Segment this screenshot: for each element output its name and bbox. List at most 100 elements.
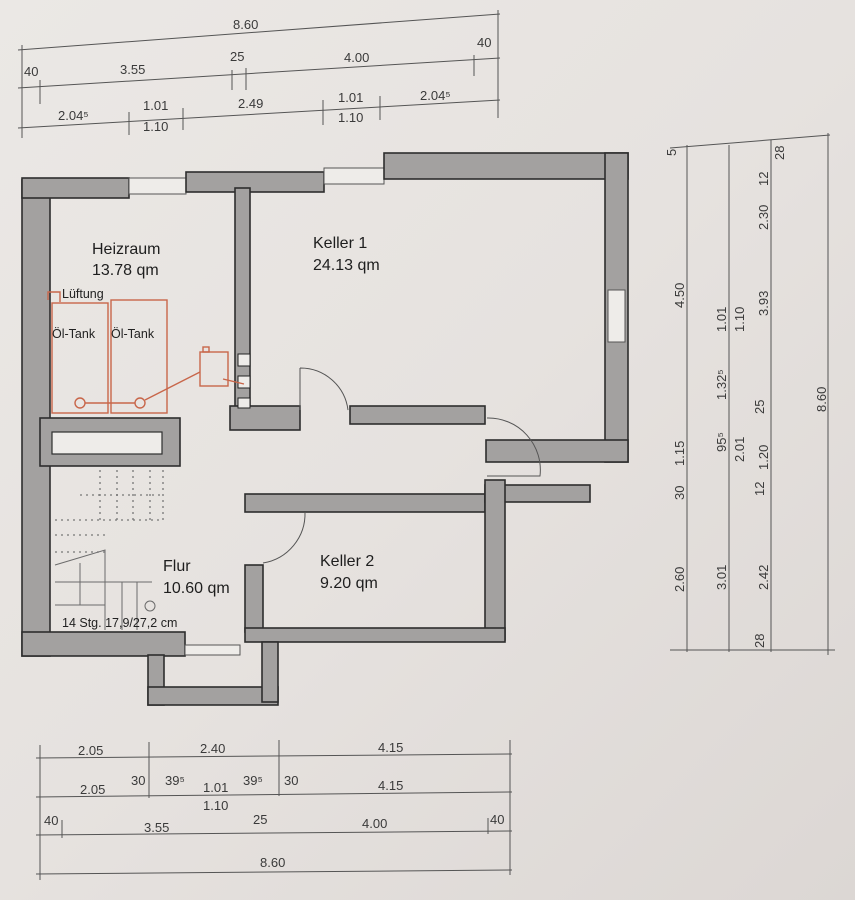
door-keller-1: [299, 367, 349, 411]
dimension-label: 30: [672, 486, 687, 500]
dimension-label: 2.42: [756, 565, 771, 590]
wall-recess: [51, 431, 163, 455]
chimney-flue: [237, 397, 251, 409]
window: [323, 167, 385, 185]
dimension-line: [17, 13, 501, 51]
chimney-flue: [237, 353, 251, 367]
dimension-label: 3.55: [120, 62, 145, 77]
room-name: Keller 2: [320, 553, 374, 570]
wall: [485, 439, 629, 463]
dimension-line: [35, 753, 513, 759]
tank-valve: [74, 397, 86, 409]
staircase: [54, 470, 164, 630]
dimension-line: [35, 830, 513, 836]
tank-valve: [134, 397, 146, 409]
dimension-label: 28: [752, 634, 767, 648]
dimension-label: 12: [752, 482, 767, 496]
wall: [244, 493, 486, 513]
dimension-label: 39⁵: [243, 773, 263, 788]
dimension-label: 2.04⁵: [420, 88, 451, 103]
oil-tank: [51, 302, 109, 414]
heating-equipment: [47, 291, 245, 414]
dimension-label: 30: [131, 773, 145, 788]
dimension-label: 2.30: [756, 205, 771, 230]
dimension-label: 1.10: [338, 110, 363, 125]
dimension-label: 1.10: [203, 798, 228, 813]
dimension-label: 95⁵: [714, 432, 729, 452]
room-name: Heizraum: [92, 241, 160, 258]
dimension-label: 40: [477, 35, 491, 50]
stairs-note: 14 Stg. 17,9/27,2 cm: [62, 616, 177, 630]
dimension-label: 1.10: [732, 307, 747, 332]
oil-tank: [110, 299, 168, 414]
oil-line: [85, 371, 201, 404]
dimension-label: 40: [24, 64, 38, 79]
window: [607, 289, 626, 343]
extension-line: [669, 134, 831, 149]
flue-pipe: [222, 378, 245, 385]
dimension-label: 2.05: [78, 743, 103, 758]
boiler-connector: [202, 346, 210, 353]
dimension-label: 40: [44, 813, 58, 828]
dimension-label: 39⁵: [165, 773, 185, 788]
window: [128, 177, 187, 195]
dimension-label: 1.01: [203, 780, 228, 795]
dimension-label: 1.10: [143, 119, 168, 134]
dimension-label: 1.01: [143, 98, 168, 113]
dimension-label: 1.01: [714, 307, 729, 332]
boiler: [199, 351, 229, 387]
dimension-label: 5: [664, 149, 679, 156]
oil-tank-label: Öl-Tank: [111, 327, 155, 341]
dimension-label: 4.15: [378, 778, 403, 793]
wall: [21, 631, 186, 657]
window: [184, 644, 241, 656]
wall: [229, 405, 301, 431]
door-keller-2: [262, 511, 306, 564]
dimension-label: 1.15: [672, 441, 687, 466]
dimension-label: 1.20: [756, 445, 771, 470]
dimension-label: 25: [253, 812, 267, 827]
room-name: Keller 1: [313, 235, 367, 252]
dimension-label: 28: [772, 146, 787, 160]
dimension-label: 4.00: [344, 50, 369, 65]
stair-start-marker: [144, 600, 156, 612]
dimension-label: 3.93: [756, 291, 771, 316]
wall: [21, 177, 130, 199]
dimension-label: 1.32⁵: [714, 369, 729, 400]
dimension-line: [35, 869, 513, 875]
wall: [244, 627, 506, 643]
right-dimensions: 5 4.50 1.15 30 2.60 1.01 1.10 1.32⁵ 95⁵ …: [664, 133, 835, 655]
dimension-label: 2.49: [238, 96, 263, 111]
dimension-label: 40: [490, 812, 504, 827]
upper-stair-outline: [55, 470, 164, 553]
dimension-label: 1.01: [338, 90, 363, 105]
dimension-label: 4.00: [362, 816, 387, 831]
stair-treads: [54, 549, 152, 630]
dimension-line: [17, 57, 501, 89]
top-dimensions: 8.60 40 3.55 25 4.00 40 2.04⁵ 1.01 1.10 …: [17, 10, 501, 138]
wall: [185, 171, 325, 193]
dimension-label: 8.60: [233, 17, 258, 32]
room-name: Flur: [163, 558, 191, 575]
walls: [21, 152, 629, 706]
wall: [244, 564, 264, 633]
dimension-label: 2.05: [80, 782, 105, 797]
dimension-label: 2.60: [672, 567, 687, 592]
dimension-label: 4.50: [672, 283, 687, 308]
wall: [261, 641, 279, 703]
wall: [383, 152, 629, 180]
door-exterior: [486, 417, 541, 477]
bottom-dimensions: 2.05 2.40 4.15 2.05 30 39⁵ 1.01 1.10 39⁵…: [35, 740, 513, 880]
room-area: 13.78 qm: [92, 262, 159, 279]
dimension-label: 4.15: [378, 740, 403, 755]
ventilation-label: Lüftung: [62, 287, 104, 301]
dimension-label: 25: [230, 49, 244, 64]
dimension-label: 30: [284, 773, 298, 788]
dimension-label: 2.01: [732, 437, 747, 462]
oil-tank-label: Öl-Tank: [52, 327, 96, 341]
room-area: 24.13 qm: [313, 257, 380, 274]
ventilation-pipe: [47, 291, 61, 302]
wall: [147, 686, 279, 706]
dimension-label: 8.60: [260, 855, 285, 870]
